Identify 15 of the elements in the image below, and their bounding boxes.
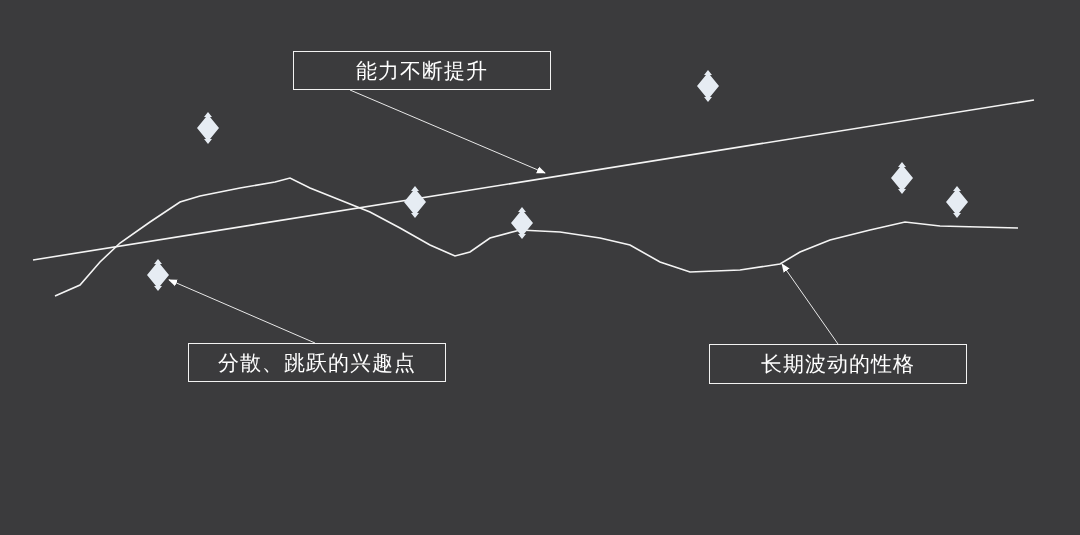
- diamond-icon: [404, 186, 426, 218]
- diamond-icon: [946, 186, 968, 218]
- diamond-icon: [697, 70, 719, 102]
- diamond-icon: [511, 207, 533, 239]
- wavy-curve: [54, 177, 1019, 297]
- leader-arrow: [168, 279, 316, 344]
- box-label: 能力不断提升: [356, 57, 488, 85]
- text-box: [709, 344, 967, 384]
- text-box: [293, 51, 551, 90]
- leader-arrow: [349, 89, 546, 174]
- leader-arrow: [781, 263, 839, 345]
- box-label: 长期波动的性格: [761, 351, 915, 378]
- text-box: [188, 343, 446, 382]
- trend-line: [32, 99, 1035, 261]
- box-label: 分散、跳跃的兴趣点: [218, 349, 416, 377]
